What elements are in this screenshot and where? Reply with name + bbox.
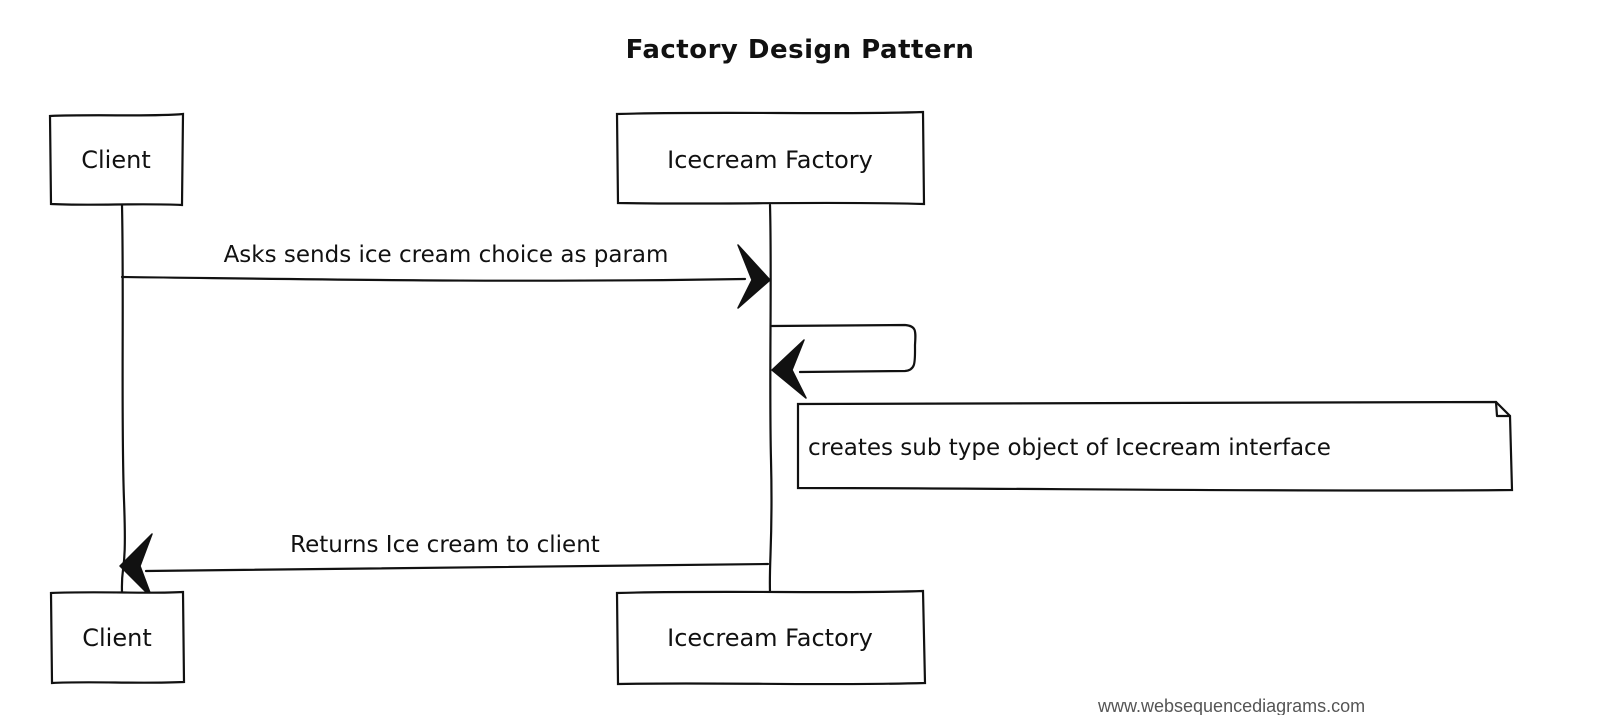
participant-factory-top-label: Icecream Factory — [667, 146, 873, 174]
participant-client-bottom: Client — [49, 590, 186, 685]
note-text: creates sub type object of Icecream inte… — [808, 435, 1331, 461]
participant-client-top-label: Client — [81, 146, 150, 174]
note-box: creates sub type object of Icecream inte… — [796, 400, 1514, 492]
participant-factory-bottom-label: Icecream Factory — [667, 624, 873, 652]
message-return: Returns Ice cream to client — [119, 532, 770, 599]
participant-client-bottom-label: Client — [82, 624, 151, 652]
message-request-label: Asks sends ice cream choice as param — [224, 242, 669, 268]
participant-client-top: Client — [48, 112, 185, 207]
client-lifeline — [120, 203, 126, 594]
participant-factory-top: Icecream Factory — [615, 110, 926, 206]
factory-lifeline — [768, 203, 773, 594]
participant-factory-bottom: Icecream Factory — [615, 589, 927, 686]
message-self-call — [770, 323, 917, 399]
message-request: Asks sends ice cream choice as param — [120, 242, 771, 309]
diagram-title: Factory Design Pattern — [626, 35, 975, 65]
message-return-label: Returns Ice cream to client — [290, 532, 600, 558]
watermark: www.websequencediagrams.com — [1097, 696, 1365, 715]
